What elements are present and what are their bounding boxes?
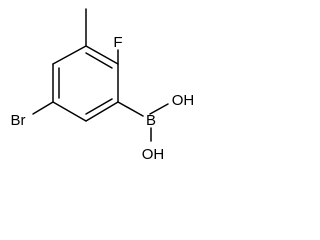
fluorine-atom-label: F: [113, 34, 122, 51]
hydroxyl-lower-label: OH: [142, 146, 165, 163]
carbon-bromine-bond: [32, 101, 54, 115]
ring-bond-c4-c5: [52, 101, 87, 122]
ring-bond-c6-c1: [52, 45, 87, 65]
chemical-structure-diagram: F Br B OH OH: [11, 8, 195, 163]
hydroxyl-upper-label: OH: [172, 92, 195, 109]
boron-hydroxyl-upper-bond: [149, 103, 169, 115]
bromine-atom-label: Br: [11, 112, 26, 129]
ring-bond-c3-c4: [85, 101, 119, 122]
boron-atom-label: B: [146, 112, 156, 129]
ring-bond-c1-c2: [85, 45, 119, 65]
aromatic-inner-bond-right: [85, 98, 113, 115]
benzene-ring: [52, 45, 119, 122]
carbon-boron-bond: [117, 101, 144, 117]
aromatic-inner-bond-top: [85, 52, 113, 69]
